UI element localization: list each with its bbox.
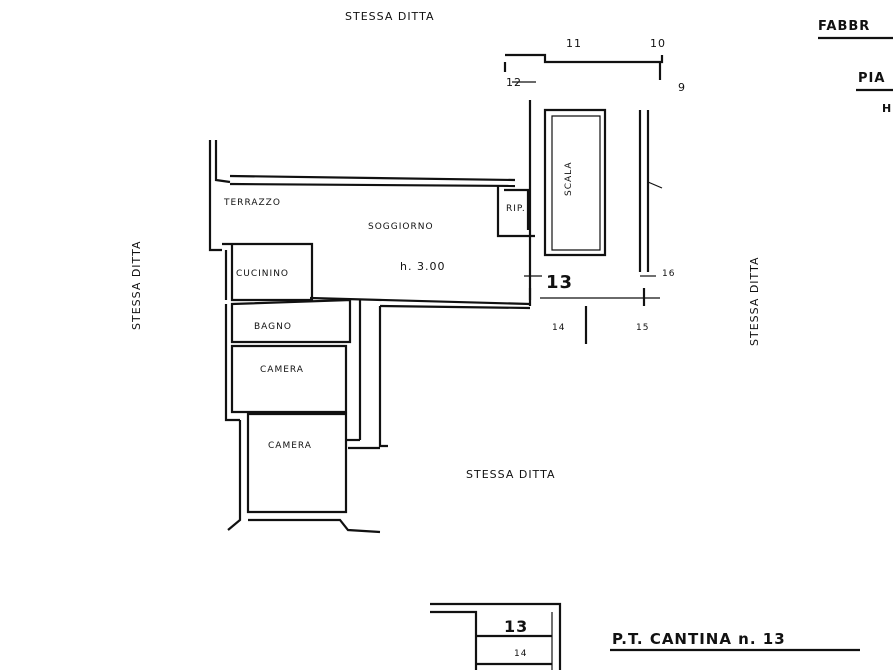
scala-label: SCALA <box>564 161 574 196</box>
terrazzo-label: TERRAZZO <box>223 198 281 208</box>
num-9-label: 9 <box>678 81 686 94</box>
title-partial-3: H <box>882 102 892 115</box>
num-10-label: 10 <box>650 37 666 50</box>
stessa-ditta-bottom-label: STESSA DITTA <box>466 468 555 481</box>
stessa-ditta-top-label: STESSA DITTA <box>345 10 434 23</box>
num-12-label: 12 <box>506 76 522 89</box>
num-15-label: 15 <box>636 323 649 333</box>
stair-block <box>503 53 664 344</box>
stessa-ditta-left-label: STESSA DITTA <box>130 241 143 330</box>
rip-label: RIP. <box>506 204 526 214</box>
title-partial-2: PIA <box>858 71 885 86</box>
soggiorno-label: SOGGIORNO <box>368 222 434 232</box>
title-partial-1: FABBR <box>818 19 870 34</box>
num-14-label: 14 <box>552 323 565 333</box>
camera-2-label: CAMERA <box>268 441 312 451</box>
apartment-walls <box>208 140 535 534</box>
cantina-block <box>430 602 562 670</box>
cucinino-label: CUCININO <box>236 269 289 279</box>
cantina-13-label: 13 <box>504 617 528 636</box>
camera-1-label: CAMERA <box>260 365 304 375</box>
cantina-14-label: 14 <box>514 649 527 659</box>
height-label: h. 3.00 <box>400 260 445 273</box>
cantina-title-label: P.T. CANTINA n. 13 <box>612 630 786 648</box>
bagno-label: BAGNO <box>254 322 292 332</box>
num-11-label: 11 <box>566 37 582 50</box>
num-16-label: 16 <box>662 269 675 279</box>
stessa-ditta-right-label: STESSA DITTA <box>748 257 761 346</box>
unit-number-label: 13 <box>546 272 573 293</box>
